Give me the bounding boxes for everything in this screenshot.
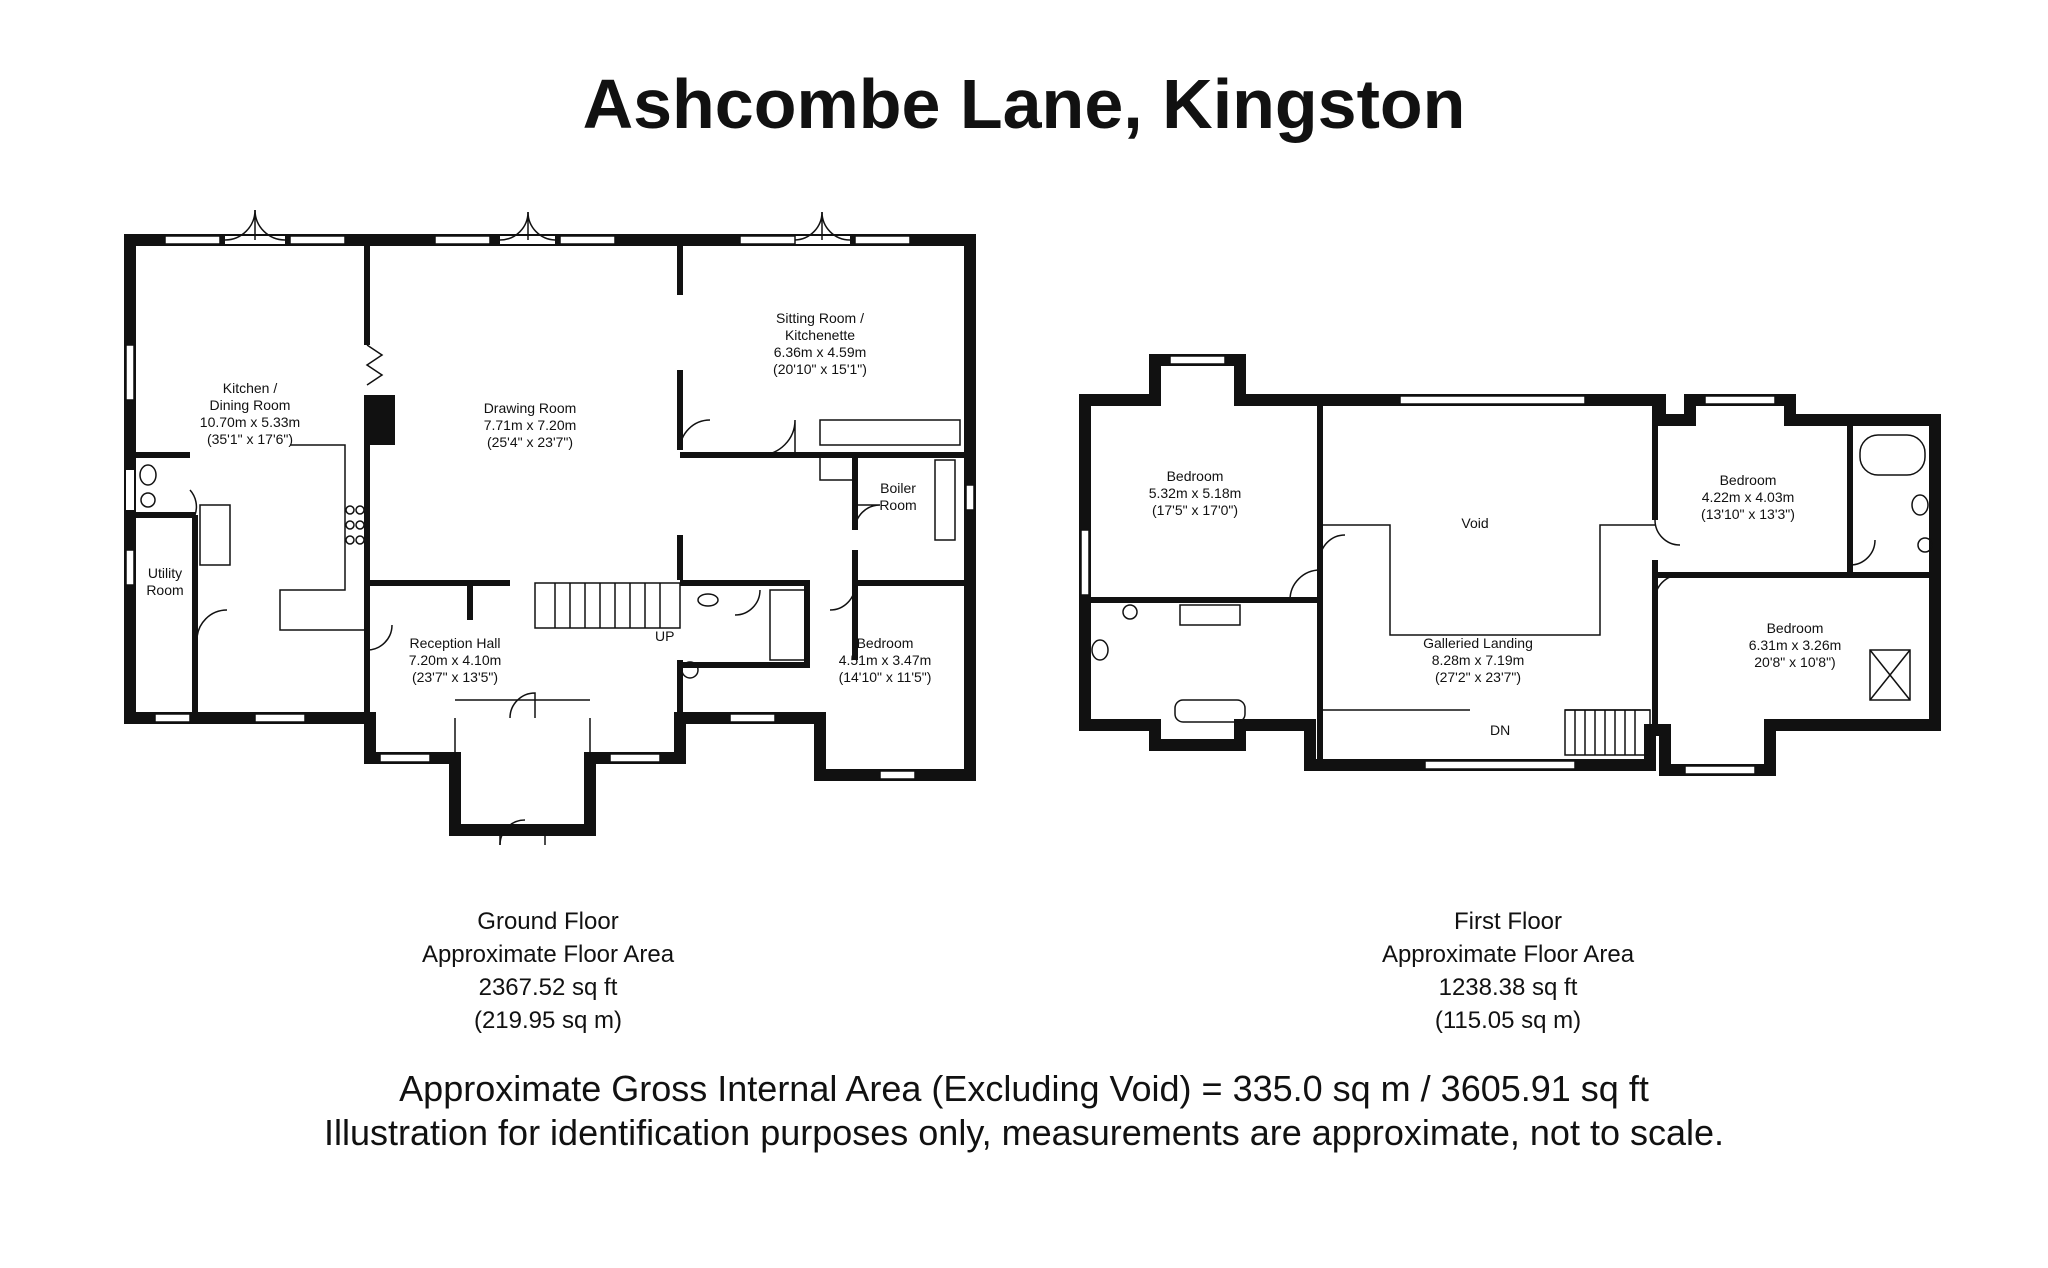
first-floor-plan [1079,354,1941,776]
stair-marker-down: DN [1490,722,1511,738]
room-label-bedroom-ground: Bedroom 4.51m x 3.47m (14'10" x 11'5") [839,635,932,686]
room-name: Boiler Room [879,480,917,513]
room-name: Galleried Landing [1423,635,1533,651]
room-label-drawing-room: Drawing Room 7.71m x 7.20m (25'4" x 23'7… [484,400,577,451]
room-label-boiler-room: Boiler Room [879,480,916,514]
ground-floor-plan [124,209,976,846]
room-dims: 5.32m x 5.18m [1148,485,1242,501]
room-name: Kitchen / Dining Room [209,380,291,413]
room-dims: 10.70m x 5.33m [199,414,301,430]
ground-floor-summary: Ground Floor Approximate Floor Area 2367… [422,905,674,1037]
disclaimer: Illustration for identification purposes… [323,1112,1725,1153]
room-dims: 7.20m x 4.10m [408,652,502,668]
floor-name: Ground Floor [477,908,619,935]
room-dims: 4.51m x 3.47m [838,652,932,668]
room-dims-imperial: (17'5" x 17'0") [1151,502,1239,518]
room-dims-imperial: 20'8" x 10'8") [1754,654,1836,670]
room-label-bedroom-3: Bedroom 6.31m x 3.26m 20'8" x 10'8") [1749,620,1842,671]
room-name: Bedroom [1719,472,1777,488]
room-dims-imperial: (20'10" x 15'1") [773,361,867,377]
room-dims-imperial: (14'10" x 11'5") [838,669,932,685]
room-label-reception-hall: Reception Hall 7.20m x 4.10m (23'7" x 13… [409,635,502,686]
room-dims: 6.31m x 3.26m [1748,637,1842,653]
floor-area-sqm: (115.05 sq m) [1434,1007,1582,1034]
room-label-bedroom-1: Bedroom 5.32m x 5.18m (17'5" x 17'0") [1149,468,1242,519]
first-floor-summary: First Floor Approximate Floor Area 1238.… [1382,905,1634,1037]
room-dims: 4.22m x 4.03m [1701,489,1795,505]
floor-area-sqm: (219.95 sq m) [473,1007,623,1034]
room-label-sitting-room: Sitting Room / Kitchenette 6.36m x 4.59m… [773,310,867,378]
room-dims-imperial: (25'4" x 23'7") [486,434,574,450]
room-dims: 8.28m x 7.19m [1431,652,1525,668]
room-dims-imperial: (27'2" x 23'7") [1434,669,1522,685]
room-label-kitchen-dining: Kitchen / Dining Room 10.70m x 5.33m (35… [200,380,300,448]
room-label-utility-room: Utility Room [146,565,183,599]
room-name: Drawing Room [483,400,577,416]
plan-title: Ashcombe Lane, Kingston [582,65,1466,143]
room-dims-imperial: (23'7" x 13'5") [411,669,499,685]
room-name: Sitting Room / Kitchenette [776,310,864,343]
room-dims: 7.71m x 7.20m [483,417,577,433]
floor-area-sqft: 1238.38 sq ft [1438,974,1578,1001]
room-dims-imperial: (13'10" x 13'3") [1701,506,1795,522]
room-name: Reception Hall [409,635,501,651]
stair-marker-up: UP [655,628,675,644]
floor-name: First Floor [1454,908,1562,935]
room-dims: 6.36m x 4.59m [773,344,867,360]
floor-area-label: Approximate Floor Area [421,941,675,968]
gross-internal-area: Approximate Gross Internal Area (Excludi… [399,1068,1649,1109]
room-name: Bedroom [1766,620,1824,636]
room-label-bedroom-2: Bedroom 4.22m x 4.03m (13'10" x 13'3") [1701,472,1795,523]
room-dims-imperial: (35'1" x 17'6") [206,431,294,447]
room-name: Void [1461,515,1489,531]
room-label-void: Void [1461,515,1488,532]
floor-area-label: Approximate Floor Area [1381,941,1635,968]
room-name: Utility Room [146,565,184,598]
room-name: Bedroom [856,635,914,651]
room-name: Bedroom [1166,468,1224,484]
room-label-galleried-landing: Galleried Landing 8.28m x 7.19m (27'2" x… [1423,635,1533,686]
floor-area-sqft: 2367.52 sq ft [478,974,618,1001]
